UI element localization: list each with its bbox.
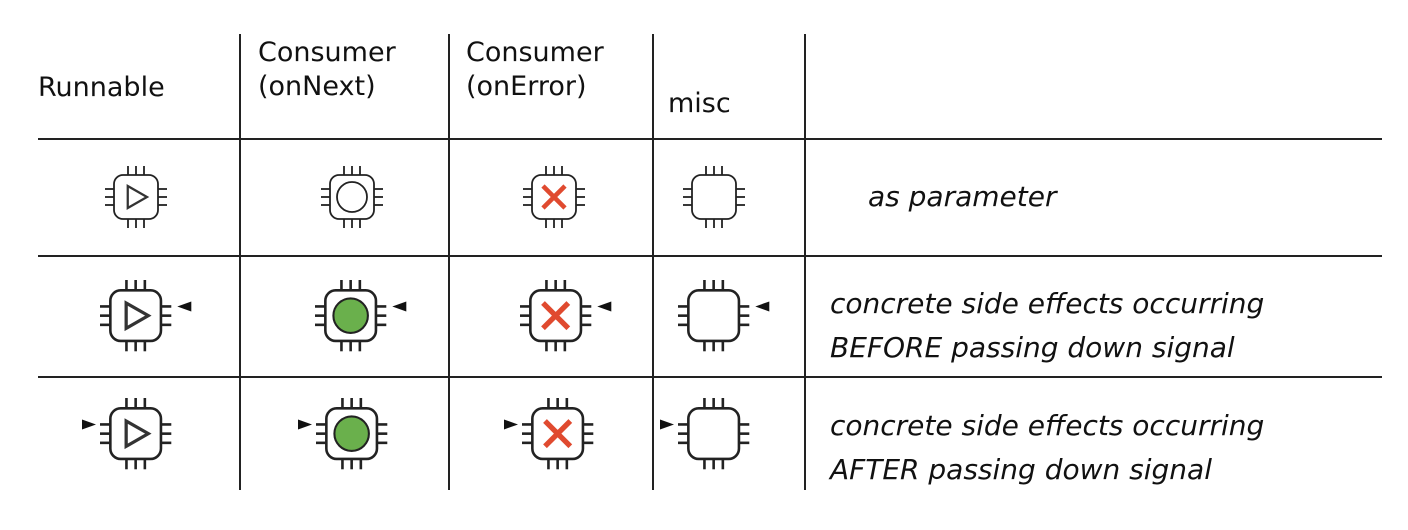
chip-shape xyxy=(105,166,167,228)
header-consumer-onnext-line2: (onNext) xyxy=(258,71,376,102)
consumer-onnext-empty-icon xyxy=(321,166,383,228)
header-consumer-onnext-line1: Consumer xyxy=(258,37,396,68)
column-divider-1 xyxy=(239,34,241,490)
triangle-marker-icon xyxy=(597,301,612,312)
chip-shape xyxy=(678,398,750,470)
triangle-marker-icon xyxy=(298,419,313,430)
runnable-icon-small xyxy=(105,166,167,228)
triangle-marker-icon xyxy=(660,419,675,430)
marble-legend-table: Runnable Consumer (onNext) Consumer (onE… xyxy=(38,34,1382,492)
triangle-marker-icon xyxy=(392,301,407,312)
chip-shape xyxy=(683,166,745,228)
triangle-marker-icon xyxy=(504,419,519,430)
misc-icon-small xyxy=(683,166,745,228)
column-divider-4 xyxy=(804,34,806,490)
row2-description-line2: BEFORE passing down signal xyxy=(830,331,1235,364)
consumer-onnext-filled-icon-before xyxy=(315,280,407,352)
play-glyph xyxy=(126,184,150,210)
triangle-marker-icon xyxy=(82,419,97,430)
header-consumer-onerror-line1: Consumer xyxy=(466,37,604,68)
row1-description-line1: as parameter xyxy=(868,180,1057,213)
runnable-icon-after xyxy=(82,398,172,470)
header-misc: misc xyxy=(668,87,731,121)
misc-icon-before xyxy=(678,280,770,352)
play-glyph xyxy=(124,300,152,332)
header-runnable-label: Runnable xyxy=(38,72,165,103)
circle-glyph xyxy=(336,181,368,213)
play-glyph xyxy=(124,418,152,450)
row1-description: as parameter xyxy=(868,175,1056,219)
triangle-marker-icon xyxy=(177,301,192,312)
consumer-onnext-filled-icon-after xyxy=(298,398,388,470)
x-glyph xyxy=(541,301,571,331)
x-glyph xyxy=(541,184,567,210)
triangle-marker-icon xyxy=(755,301,770,312)
row3-description: concrete side effects occurring AFTER pa… xyxy=(830,404,1264,492)
runnable-icon-before xyxy=(100,280,192,352)
column-divider-3 xyxy=(652,34,654,490)
row-divider-1 xyxy=(38,138,1382,140)
header-runnable: Runnable xyxy=(38,71,165,105)
row-divider-2 xyxy=(38,255,1382,257)
row3-description-line1: concrete side effects occurring xyxy=(830,409,1265,442)
circle-glyph xyxy=(332,297,370,335)
header-consumer-onerror-line2: (onError) xyxy=(466,71,587,102)
chip-shape xyxy=(100,280,172,352)
consumer-onerror-icon-small xyxy=(523,166,585,228)
chip-shape xyxy=(100,398,172,470)
row2-description: concrete side effects occurring BEFORE p… xyxy=(830,282,1264,370)
column-divider-2 xyxy=(448,34,450,490)
chip-shape xyxy=(678,280,750,352)
header-consumer-onnext: Consumer (onNext) xyxy=(258,36,396,104)
header-misc-label: misc xyxy=(668,88,731,119)
consumer-onerror-icon-before xyxy=(520,280,612,352)
circle-glyph xyxy=(333,415,371,453)
header-consumer-onerror: Consumer (onError) xyxy=(466,36,604,104)
misc-icon-after xyxy=(660,398,750,470)
row-divider-3 xyxy=(38,376,1382,378)
row3-description-line2: AFTER passing down signal xyxy=(830,453,1212,486)
x-glyph xyxy=(543,419,573,449)
consumer-onerror-icon-after xyxy=(504,398,594,470)
row2-description-line1: concrete side effects occurring xyxy=(830,287,1265,320)
